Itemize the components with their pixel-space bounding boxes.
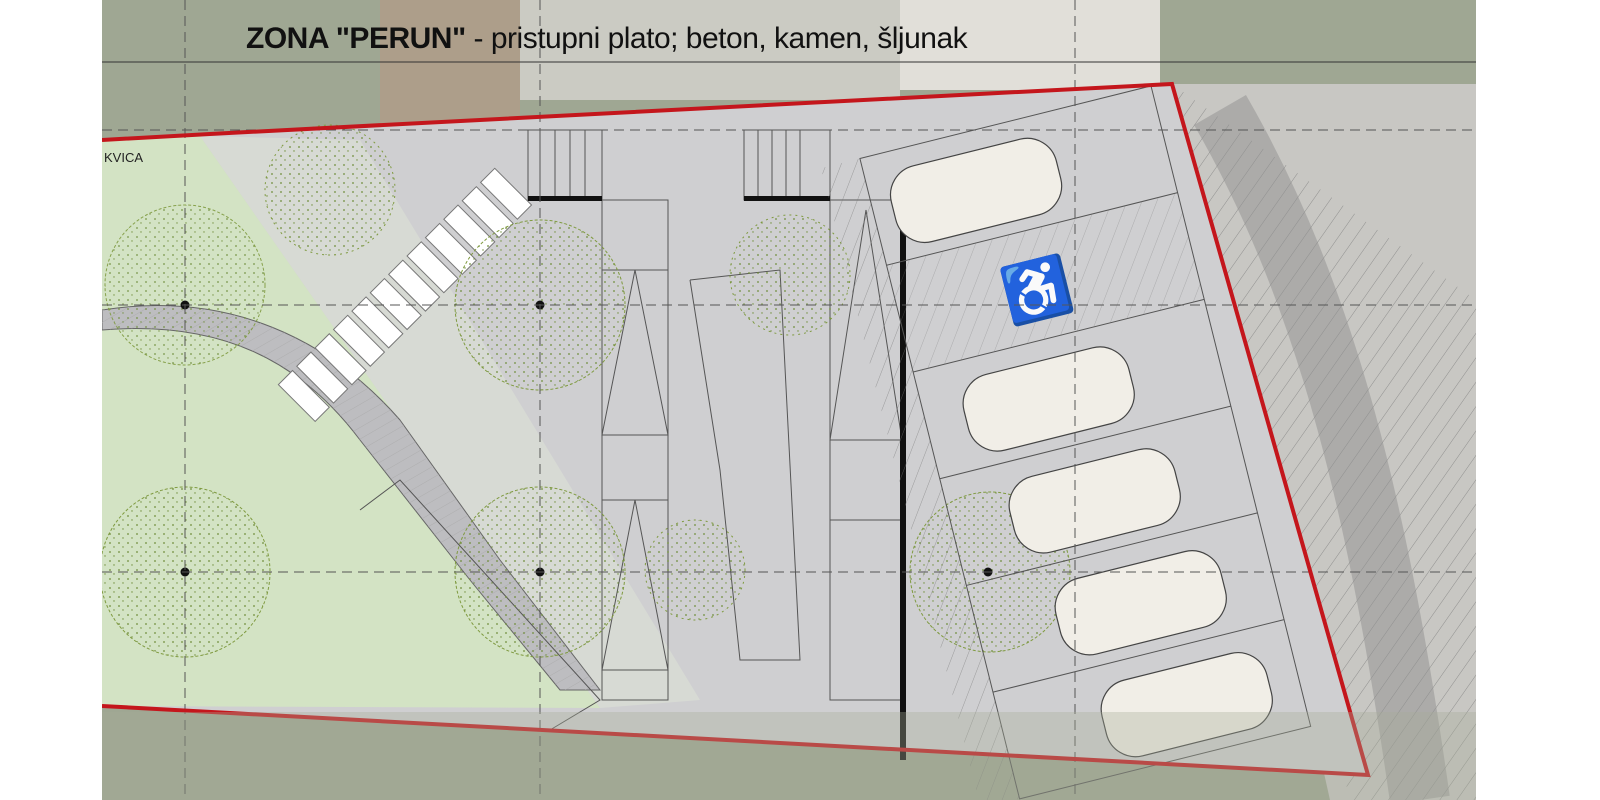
- zone-name: ZONA "PERUN": [246, 22, 466, 55]
- zone-description: - pristupni plato; beton, kamen, šljunak: [473, 22, 968, 55]
- plot-boundary: [102, 81, 1371, 778]
- area-label: KVICA: [104, 150, 144, 165]
- zone-title: ZONA "PERUN" - pristupni plato; beton, k…: [246, 22, 968, 56]
- site-plan: ♿: [102, 0, 1476, 800]
- grid-lines: [102, 0, 1476, 800]
- accessible-hatch: [886, 192, 1205, 372]
- parking-area: ♿: [821, 85, 1312, 800]
- crosswalk: [277, 167, 533, 423]
- cars: [889, 137, 1273, 758]
